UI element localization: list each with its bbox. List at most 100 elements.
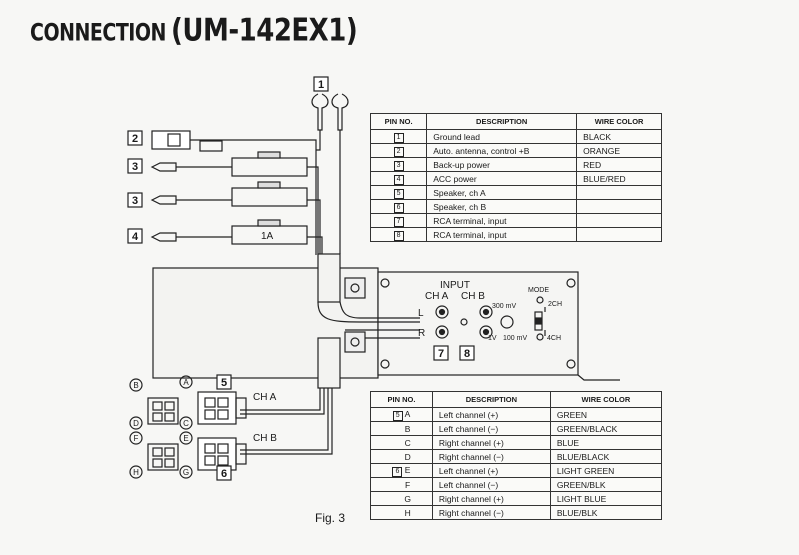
lead-label-3a: 3 — [132, 161, 138, 173]
pin-box: 7 — [393, 217, 404, 227]
pin-cell: G — [370, 491, 433, 506]
input-panel — [377, 271, 579, 376]
color-cell: BLACK — [576, 129, 662, 144]
pin-cell: 2 — [369, 143, 428, 158]
header-pin: PIN NO. — [369, 113, 428, 130]
color-cell: RED — [576, 157, 662, 172]
pin-cell: 5 A — [370, 407, 433, 422]
connector-label-5: 5 — [221, 377, 227, 389]
pin-letter: H — [404, 507, 411, 518]
color-cell: BLUE/BLK — [549, 505, 663, 520]
description-cell: ACC power — [426, 171, 578, 186]
pin-g: G — [183, 468, 189, 477]
pin-h: H — [133, 468, 139, 477]
description-cell: Left channel (−) — [431, 477, 551, 492]
description-cell: RCA terminal, input — [426, 213, 578, 228]
panel-screw-bl — [380, 359, 390, 369]
lead-label-4: 4 — [132, 231, 139, 243]
lead-label-3b: 3 — [132, 195, 138, 207]
fuse-holder-1 — [231, 157, 308, 177]
pin-cell: B — [370, 421, 433, 436]
mv300-label: 300 mV — [492, 303, 516, 310]
title-model-open: ( — [170, 13, 183, 49]
pin-c: C — [183, 419, 189, 428]
v1-label: 1V — [488, 335, 497, 342]
title-model: UM-142EX1 — [182, 13, 346, 49]
color-cell: ORANGE — [576, 143, 662, 158]
connector-label-6: 6 — [221, 468, 227, 480]
harness-sleeve — [317, 253, 341, 303]
pin-cell: 1 — [369, 129, 428, 144]
description-cell: Speaker, ch B — [426, 199, 578, 214]
lead-label-1: 1 — [318, 79, 324, 91]
pin-box: 4 — [393, 175, 404, 185]
title-prefix: CONNECTION — [30, 19, 166, 47]
table-header-row: PIN NO. DESCRIPTION WIRE COLOR — [370, 391, 663, 408]
header-pin: PIN NO. — [370, 391, 433, 408]
out-ch-b-label: CH B — [253, 433, 277, 444]
r-label: R — [418, 328, 425, 339]
fuse-holder-2 — [231, 187, 308, 207]
out-ch-a-label: CH A — [253, 392, 277, 403]
color-cell: GREEN — [549, 407, 663, 422]
connector-box: 5 — [392, 411, 403, 421]
figure-label: Fig. 3 — [315, 511, 346, 525]
plug-abcd — [147, 397, 179, 425]
pin-cell: 5 — [369, 185, 428, 200]
color-cell: LIGHT GREEN — [549, 463, 663, 478]
description-cell: Back-up power — [426, 157, 578, 172]
page-title: CONNECTION (UM-142EX1) — [30, 13, 358, 49]
rca-jack-l-b — [479, 305, 493, 319]
connector-6 — [197, 437, 237, 471]
description-cell: Auto. antenna, control +B — [426, 143, 578, 158]
rca-jack-r-a — [435, 325, 449, 339]
description-cell: RCA terminal, input — [426, 227, 578, 242]
pin-letter: G — [404, 493, 411, 504]
pin-f: F — [134, 434, 139, 443]
input-label: INPUT — [440, 280, 470, 291]
color-cell: BLUE — [549, 435, 663, 450]
color-cell: GREEN/BLK — [549, 477, 663, 492]
pin-a: A — [183, 378, 189, 387]
pin-letter: C — [404, 437, 411, 448]
pin-cell: 6 — [369, 199, 428, 214]
pin-box: 8 — [393, 231, 404, 241]
ch2-label: 2CH — [548, 301, 562, 308]
connector-5 — [197, 391, 237, 425]
panel-screw-tr — [566, 278, 576, 288]
color-cell — [576, 227, 662, 242]
color-cell — [576, 213, 662, 228]
sensitivity-knob — [500, 315, 514, 329]
pin-cell: 7 — [369, 213, 428, 228]
pin-box: 1 — [393, 133, 404, 143]
color-cell: BLUE/BLACK — [549, 449, 663, 464]
mv100-label: 100 mV — [503, 335, 527, 342]
description-cell: Left channel (−) — [431, 421, 551, 436]
description-cell: Left channel (+) — [431, 407, 551, 422]
description-cell: Left channel (+) — [431, 463, 551, 478]
l-label: L — [418, 308, 424, 319]
connector-box: 6 — [392, 467, 403, 477]
pin-letter: A — [404, 409, 411, 419]
rca-label-8: 8 — [464, 348, 470, 360]
description-cell: Right channel (−) — [431, 505, 551, 520]
panel-screw-tl — [380, 278, 390, 288]
color-cell — [576, 199, 662, 214]
header-description: DESCRIPTION — [426, 113, 578, 130]
table-row: 7 RCA terminal, input — [369, 213, 662, 228]
pin-cell: 4 — [369, 171, 428, 186]
pin-cell: H — [370, 505, 433, 520]
pin-box: 2 — [393, 147, 404, 157]
pin-cell: 3 — [369, 157, 428, 172]
lead-label-2: 2 — [132, 133, 138, 145]
